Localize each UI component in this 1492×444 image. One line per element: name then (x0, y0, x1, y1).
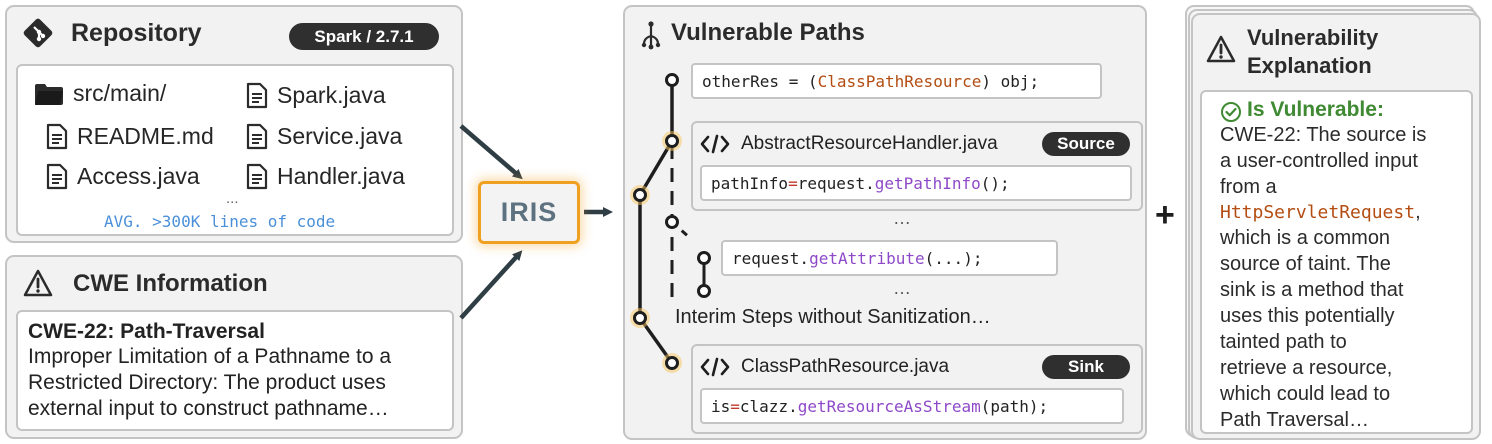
more-steps-ellipsis: … (893, 278, 911, 298)
cwe-heading: CWE-22: Path-Traversal (28, 320, 265, 343)
file-name: README.md (77, 123, 214, 149)
document-icon (46, 163, 68, 190)
cwe-description-line: Improper Limitation of a Pathname to a (28, 345, 392, 368)
code-text: otherRes = ( (702, 71, 818, 91)
folder-item-src-main: src/main/ (34, 80, 166, 107)
more-steps-ellipsis: … (893, 208, 911, 228)
file-name: Service.java (277, 123, 403, 149)
arrow-cwe-to-iris (459, 250, 523, 320)
lines-of-code-label: AVG. >300K lines of code (104, 212, 336, 231)
explanation-line: Path Traversal… (1220, 409, 1369, 431)
file-name: Spark.java (277, 82, 386, 108)
code-step-get-attribute: request.getAttribute(...); (721, 240, 1058, 276)
code-icon (700, 357, 730, 377)
explanation-line: which is a common (1220, 227, 1391, 249)
code-text: request. (732, 248, 810, 268)
code-text: ) obj; (981, 71, 1040, 91)
source-badge: Source (1042, 132, 1130, 156)
code-text: (...); (924, 248, 983, 268)
file-item-spark-java: Spark.java (246, 82, 386, 109)
explanation-line: which could lead to (1220, 383, 1391, 405)
explanation-line: source of taint. The (1220, 253, 1391, 275)
document-icon (46, 123, 68, 150)
file-item-service-java: Service.java (246, 123, 402, 150)
code-text: request. (797, 173, 875, 193)
explanation-title-line: Explanation (1247, 53, 1372, 78)
explanation-body: Is Vulnerable: CWE-22: The source is a u… (1200, 90, 1473, 434)
explanation-line: a user-controlled input (1220, 150, 1418, 172)
file-item-readme: README.md (46, 123, 214, 150)
plus-sign: + (1155, 196, 1175, 234)
file-item-handler-java: Handler.java (246, 163, 405, 190)
code-operator: = (788, 173, 798, 193)
code-method: getPathInfo (874, 173, 981, 193)
source-code-line: pathInfo = request.getPathInfo(); (700, 165, 1132, 201)
code-method: getResourceAsStream (797, 396, 981, 416)
explanation-line: from a (1220, 176, 1277, 198)
file-name: Access.java (77, 163, 200, 189)
version-badge: Spark / 2.7.1 (289, 23, 439, 50)
explanation-line: tainted path to (1220, 331, 1347, 353)
check-circle-icon (1221, 102, 1241, 122)
explanation-text: , (1415, 201, 1421, 223)
code-step-cast: otherRes = (ClassPathResource) obj; (691, 63, 1102, 99)
explanation-line: HttpServletRequest, (1220, 201, 1421, 224)
explanation-title-line: Vulnerability (1247, 25, 1379, 50)
folder-icon (35, 83, 63, 105)
code-icon (700, 134, 730, 154)
file-item-access-java: Access.java (46, 163, 200, 190)
code-text: (path); (980, 396, 1049, 416)
code-text: is (711, 396, 731, 416)
arrow-repo-to-iris (459, 124, 523, 180)
explanation-class: HttpServletRequest (1220, 202, 1416, 223)
code-text: (); (980, 173, 1010, 193)
file-list-box: src/main/ Spark.java README.md Service.j… (16, 64, 454, 236)
cwe-description-line: Restricted Directory: The product uses (28, 371, 386, 394)
document-icon (246, 123, 268, 150)
explanation-line: uses this potentially (1220, 305, 1395, 327)
code-text: clazz. (739, 396, 798, 416)
source-file-name: AbstractResourceHandler.java (741, 133, 998, 154)
explanation-panel: Vulnerability Explanation Is Vulnerable:… (1191, 13, 1481, 440)
explanation-line: retrieve a resource, (1220, 357, 1393, 379)
verdict-label: Is Vulnerable: (1247, 98, 1384, 121)
explanation-line: CWE-22: The source is (1220, 124, 1427, 146)
document-icon (246, 163, 268, 190)
git-icon (23, 18, 53, 48)
iris-label: IRIS (500, 197, 558, 227)
code-operator: = (730, 396, 740, 416)
warning-icon (1206, 35, 1236, 63)
sink-file-name: ClassPathResource.java (741, 356, 950, 377)
code-text: pathInfo (711, 173, 789, 193)
cwe-description-box: CWE-22: Path-Traversal Improper Limitati… (16, 310, 454, 431)
path-branch-icon (641, 21, 661, 50)
document-icon (246, 82, 268, 109)
sink-code-line: is = clazz.getResourceAsStream(path); (700, 388, 1124, 424)
cwe-description-line: external input to construct pathname… (28, 397, 389, 420)
file-name: Handler.java (277, 163, 405, 189)
code-class: ClassPathResource (817, 71, 982, 91)
iris-box: IRIS (478, 181, 580, 244)
repository-title: Repository (71, 19, 202, 47)
warning-icon (23, 269, 53, 297)
repository-panel: Repository Spark / 2.7.1 src/main/ Spark… (5, 5, 463, 243)
sink-block: ClassPathResource.java Sink is = clazz.g… (691, 344, 1143, 434)
cwe-title: CWE Information (73, 270, 268, 297)
source-block: AbstractResourceHandler.java Source path… (691, 121, 1143, 211)
sink-badge: Sink (1042, 355, 1130, 379)
interim-steps-label: Interim Steps without Sanitization… (675, 306, 991, 328)
more-files-ellipsis: ... (226, 190, 239, 207)
file-name: src/main/ (73, 80, 167, 106)
vulnerable-paths-title: Vulnerable Paths (671, 19, 865, 46)
code-method: getAttribute (809, 248, 925, 268)
explanation-line: sink is a method that (1220, 279, 1404, 301)
cwe-panel: CWE Information CWE-22: Path-Traversal I… (5, 255, 463, 439)
